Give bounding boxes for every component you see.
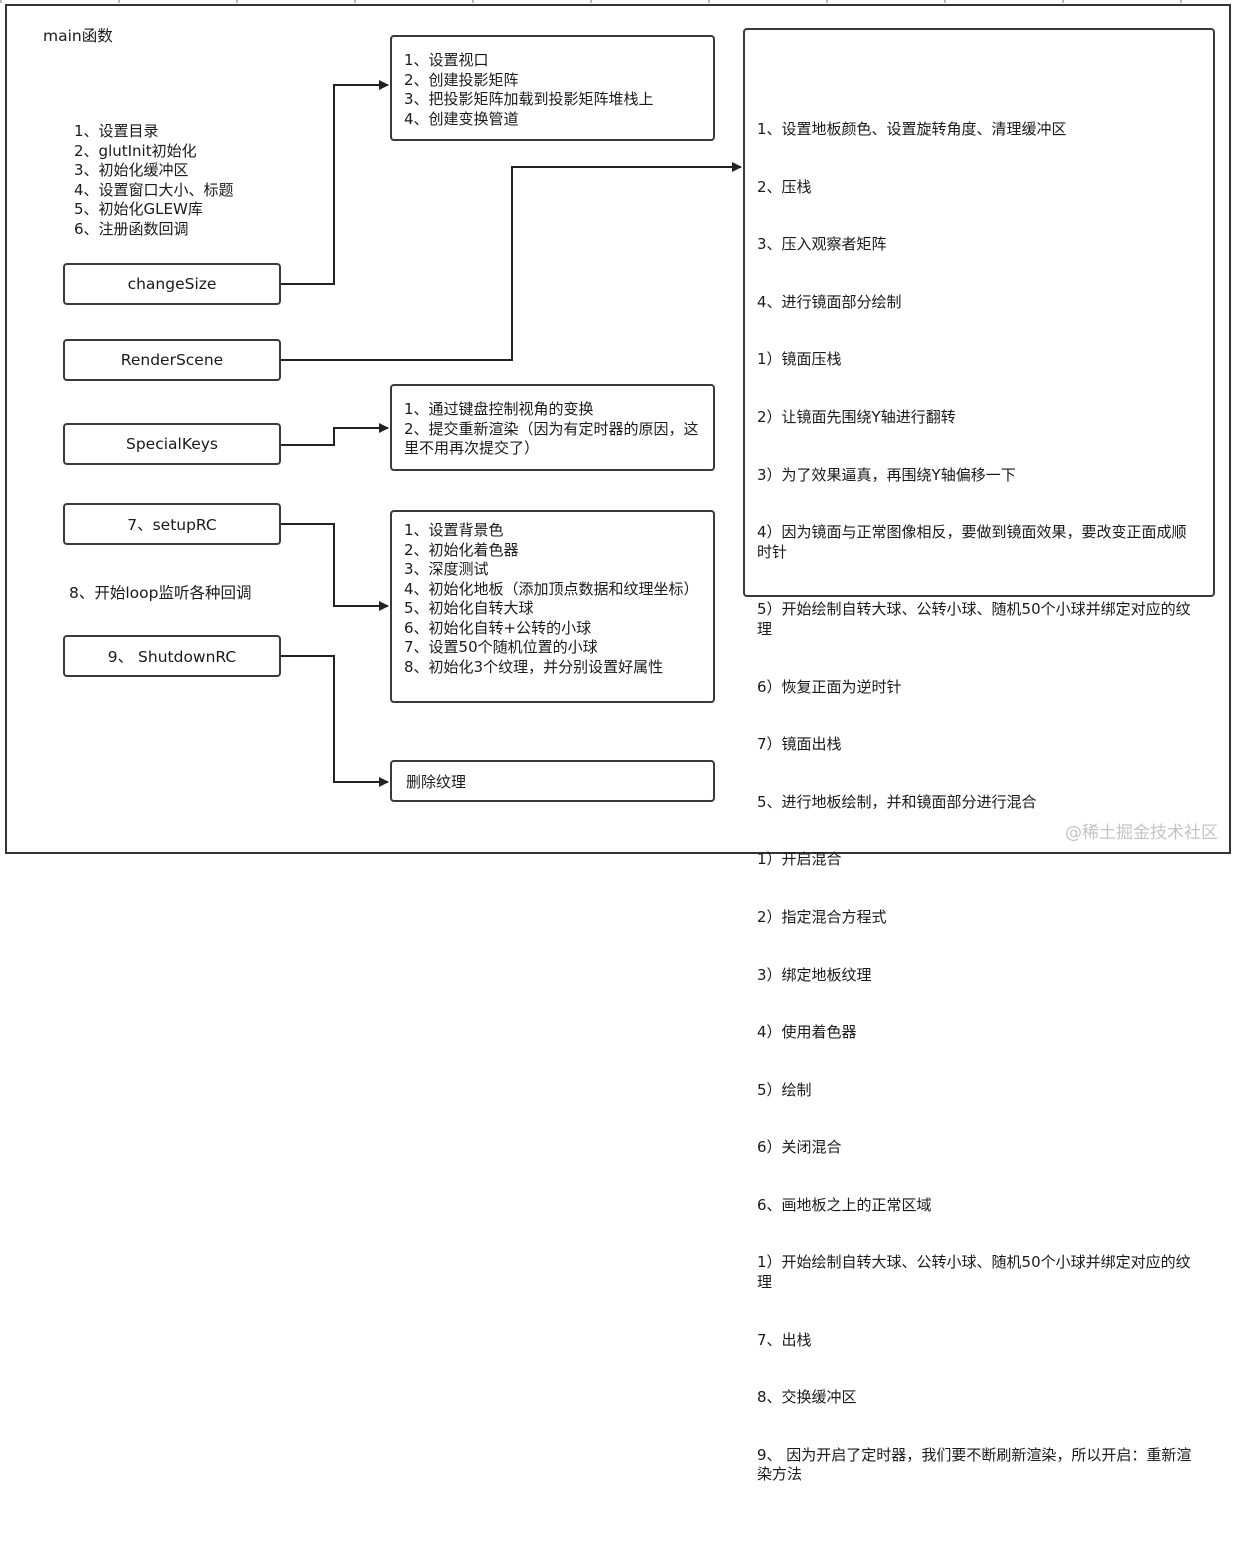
changesize-step: 4、创建变换管道: [404, 109, 519, 128]
arrow-specialkeys: [281, 423, 389, 446]
renderscene-step: 2、压栈: [757, 177, 812, 196]
watermark: @稀土掘金技术社区: [1065, 823, 1218, 843]
renderscene-step: 1）开启混合: [757, 850, 842, 869]
changesize-node: changeSize: [63, 263, 281, 305]
changesize-step: 3、把投影矩阵加载到投影矩阵堆栈上: [404, 90, 654, 108]
renderscene-step: 1、设置地板颜色、设置旋转角度、清理缓冲区: [757, 120, 1067, 138]
renderscene-step: 4）使用着色器: [757, 1023, 857, 1042]
renderscene-step: 2）指定混合方程式: [757, 907, 887, 926]
specialkeys-label: SpecialKeys: [125, 435, 219, 453]
specialkeys-detail-box: 1、通过键盘控制视角的变换 2、提交重新渲染（因为有定时器的原因，这里不用再次提…: [390, 384, 715, 471]
diagram-frame: [5, 4, 1231, 854]
shutdownrc-label: 9、 ShutdownRC: [107, 648, 237, 666]
renderscene-step: 3）绑定地板纹理: [757, 965, 872, 984]
renderscene-step: 5）绘制: [757, 1080, 812, 1099]
setuprc-step: 3、深度测试: [404, 560, 489, 578]
renderscene-step: 6、画地板之上的正常区域: [757, 1195, 932, 1214]
loop-label: 8、开始loop监听各种回调: [69, 584, 252, 602]
renderscene-step: 3、压入观察者矩阵: [757, 235, 887, 254]
main-steps-list: 1、设置目录 2、glutInit初始化 3、初始化缓冲区 4、设置窗口大小、标…: [74, 122, 234, 239]
main-step: 6、注册函数回调: [74, 219, 189, 238]
setuprc-step: 4、初始化地板（添加顶点数据和纹理坐标）: [404, 579, 699, 598]
setuprc-node: 7、setupRC: [63, 503, 281, 545]
changesize-step: 1、设置视口: [404, 51, 489, 69]
main-step: 4、设置窗口大小、标题: [74, 180, 234, 199]
setuprc-step: 1、设置背景色: [404, 521, 504, 539]
arrow-changesize: [281, 80, 389, 285]
renderscene-step: 9、 因为开启了定时器，我们要不断刷新渲染，所以开启：重新渲染方法: [757, 1445, 1192, 1484]
top-edge: [0, 0, 1240, 3]
setuprc-step: 5、初始化自转大球: [404, 599, 534, 617]
shutdownrc-detail-box: 删除纹理: [390, 760, 715, 802]
renderscene-step: 4、进行镜面部分绘制: [757, 292, 902, 311]
arrow-shutdownrc: [281, 655, 389, 787]
arrow-renderscene: [281, 162, 742, 361]
main-title: main函数: [43, 27, 113, 45]
changesize-detail-box: 1、设置视口 2、创建投影矩阵 3、把投影矩阵加载到投影矩阵堆栈上 4、创建变换…: [390, 35, 715, 141]
main-step: 1、设置目录: [74, 122, 159, 140]
renderscene-step: 7、出栈: [757, 1330, 812, 1349]
specialkeys-step: 1、通过键盘控制视角的变换: [404, 400, 594, 418]
renderscene-step: 8、交换缓冲区: [757, 1388, 857, 1407]
renderscene-step: 5、进行地板绘制，并和镜面部分进行混合: [757, 792, 1037, 811]
renderscene-step: 7）镜面出栈: [757, 735, 842, 754]
renderscene-node: RenderScene: [63, 339, 281, 381]
setuprc-step: 8、初始化3个纹理，并分别设置好属性: [404, 657, 664, 676]
renderscene-step: 3）为了效果逼真，再围绕Y轴偏移一下: [757, 465, 1016, 484]
changesize-step: 2、创建投影矩阵: [404, 70, 519, 89]
renderscene-step: 1）镜面压栈: [757, 350, 842, 369]
main-step: 2、glutInit初始化: [74, 141, 197, 160]
renderscene-step: 2）让镜面先围绕Y轴进行翻转: [757, 407, 956, 426]
renderscene-step: 4）因为镜面与正常图像相反，要做到镜面效果，要改变正面成顺时针: [757, 523, 1187, 561]
setuprc-label: 7、setupRC: [127, 516, 217, 534]
connector-arrows: [281, 80, 742, 787]
main-step: 5、初始化GLEW库: [74, 200, 203, 218]
renderscene-step: 6）恢复正面为逆时针: [757, 677, 902, 696]
renderscene-step: 1）开始绘制自转大球、公转小球、随机50个小球并绑定对应的纹理: [757, 1253, 1191, 1292]
shutdownrc-node: 9、 ShutdownRC: [63, 635, 281, 677]
renderscene-step: 6）关闭混合: [757, 1138, 842, 1157]
specialkeys-node: SpecialKeys: [63, 423, 281, 465]
renderscene-label: RenderScene: [120, 351, 224, 369]
setuprc-step: 7、设置50个随机位置的小球: [404, 638, 598, 656]
renderscene-step: 5）开始绘制自转大球、公转小球、随机50个小球并绑定对应的纹理: [757, 600, 1191, 638]
setuprc-step: 6、初始化自转+公转的小球: [404, 618, 592, 637]
arrow-setuprc: [281, 523, 389, 611]
setuprc-detail-box: 1、设置背景色 2、初始化着色器 3、深度测试 4、初始化地板（添加顶点数据和纹…: [390, 510, 715, 703]
main-step: 3、初始化缓冲区: [74, 161, 189, 179]
setuprc-step: 2、初始化着色器: [404, 540, 519, 559]
shutdownrc-step: 删除纹理: [406, 772, 467, 791]
specialkeys-step: 2、提交重新渲染（因为有定时器的原因，这里不用再次提交了）: [404, 419, 699, 458]
changesize-label: changeSize: [127, 275, 217, 293]
renderscene-detail-box: 1、设置地板颜色、设置旋转角度、清理缓冲区 2、压栈 3、压入观察者矩阵 4、进…: [743, 28, 1215, 1483]
